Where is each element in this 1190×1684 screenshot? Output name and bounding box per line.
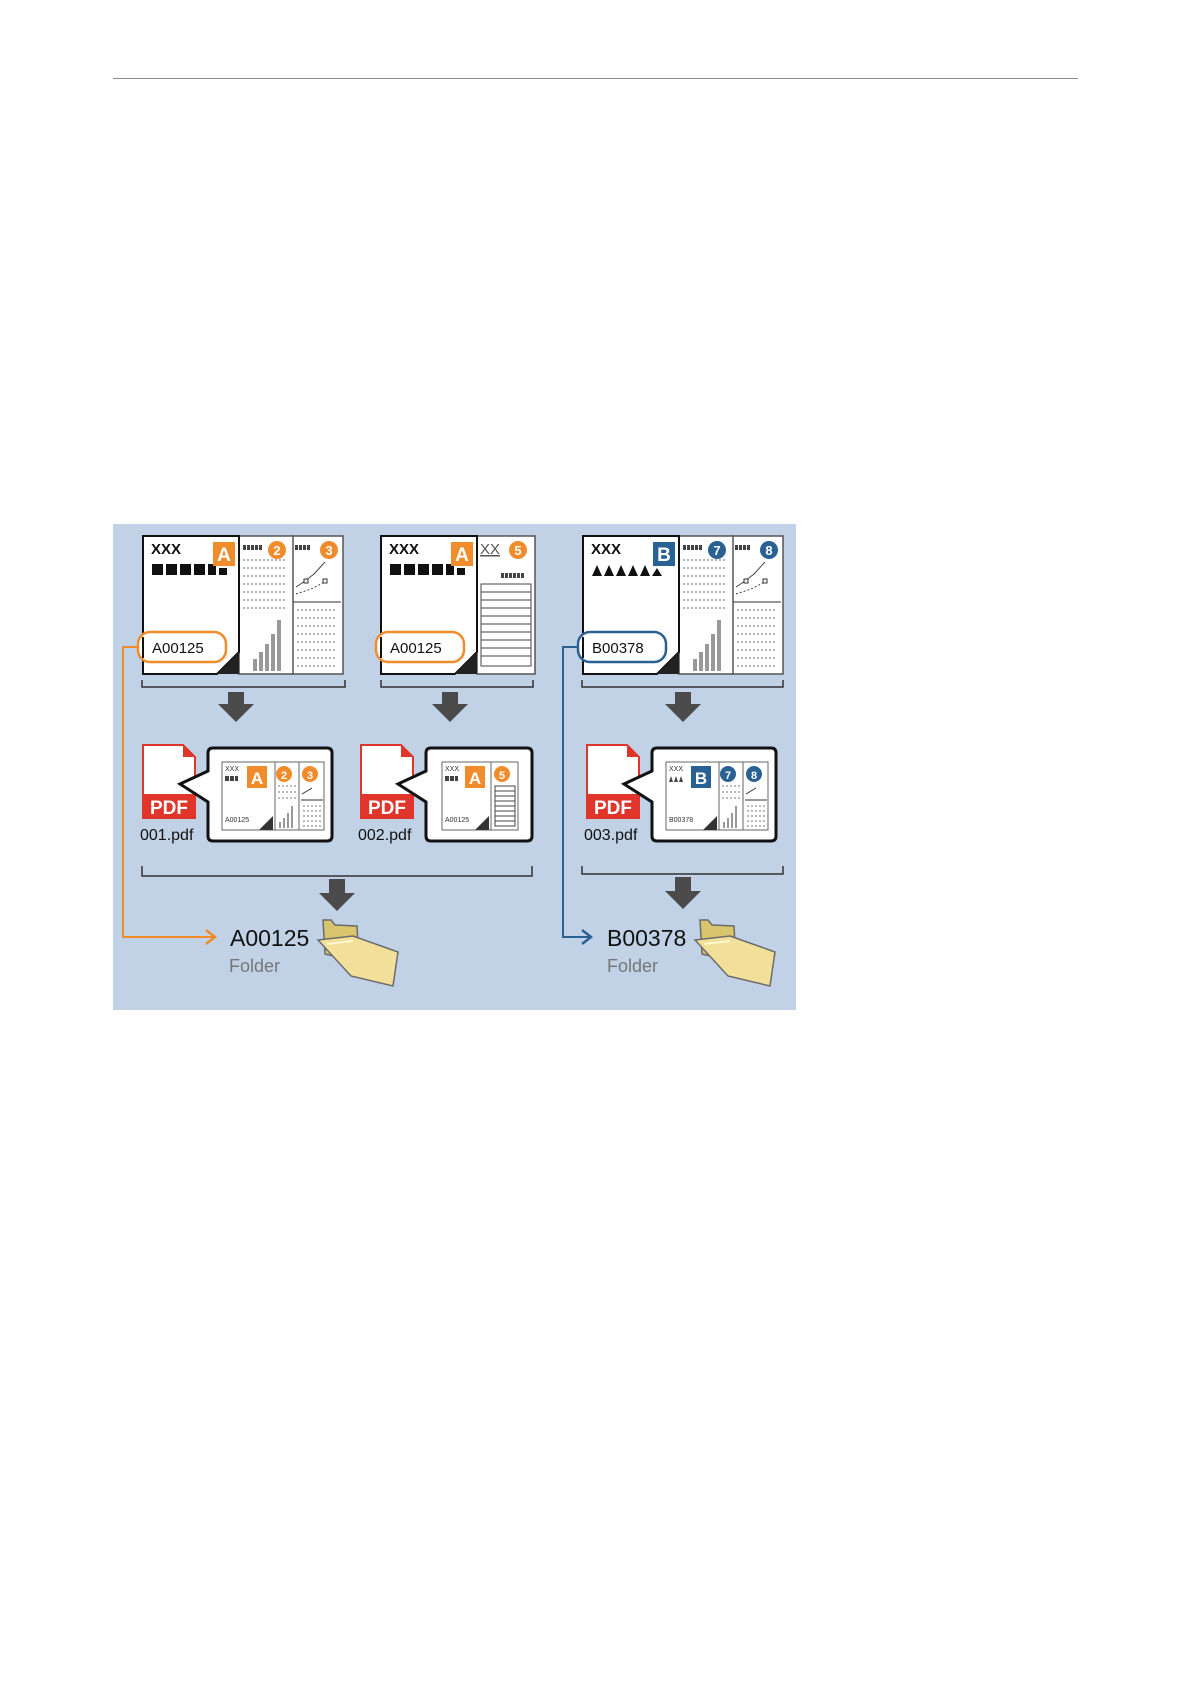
pdf3-thumb-code: B00378 xyxy=(669,817,693,824)
pdf3-thumb-number-1: 7 xyxy=(725,770,731,782)
doc3-page2-number: 7 xyxy=(713,543,720,558)
pdf1-filename: 001.pdf xyxy=(140,827,194,844)
doc2-page-title-fragment: XX xyxy=(480,541,500,558)
pdf1-thumb-number-1: 2 xyxy=(281,770,287,782)
pdf1-thumb-code: A00125 xyxy=(225,817,249,824)
document-3: XXX B 7 8 B00378 xyxy=(578,536,783,674)
doc2-code: A00125 xyxy=(390,640,442,657)
pdf1-thumb-title: XXX xyxy=(225,766,239,773)
folder-a-name: A00125 xyxy=(230,925,309,951)
pdf3-icon-label: PDF xyxy=(594,798,632,819)
pdf2-thumb-number-1: 5 xyxy=(499,770,505,782)
pdf-file-3: PDF 003.pdf XXX B 7 8 B00378 xyxy=(584,745,776,844)
pdf3-filename: 003.pdf xyxy=(584,827,638,844)
pdf3-thumb-number-2: 8 xyxy=(751,770,757,782)
doc3-page3-number: 8 xyxy=(765,543,772,558)
document-1: XXX A 2 3 A00125 xyxy=(138,536,343,674)
doc2-title: XXX xyxy=(389,541,419,558)
doc1-title: XXX xyxy=(151,541,181,558)
file-sorting-diagram: XXX A 2 3 A00125 xyxy=(113,524,796,1010)
pdf2-filename: 002.pdf xyxy=(358,827,412,844)
header-rule xyxy=(113,78,1078,79)
document-2: XXX A XX 5 A00125 xyxy=(376,536,535,674)
pdf-file-2: PDF 002.pdf XXX A 5 A00125 xyxy=(358,745,532,844)
doc1-letter: A xyxy=(217,545,231,566)
pdf1-thumb-letter: A xyxy=(251,769,263,788)
pdf2-thumb-code: A00125 xyxy=(445,817,469,824)
folder-b-label: Folder xyxy=(607,956,658,976)
doc1-code: A00125 xyxy=(152,640,204,657)
doc3-letter: B xyxy=(657,545,671,566)
pdf1-icon-label: PDF xyxy=(150,798,188,819)
pdf2-thumb-title: XXX xyxy=(445,766,459,773)
doc3-title: XXX xyxy=(591,541,621,558)
doc3-code: B00378 xyxy=(592,640,644,657)
doc2-letter: A xyxy=(455,545,469,566)
pdf3-thumb-title: XXX xyxy=(669,766,683,773)
pdf-file-1: PDF 001.pdf XXX A 2 3 A00125 xyxy=(140,745,332,844)
pdf2-icon-label: PDF xyxy=(368,798,406,819)
folder-a-label: Folder xyxy=(229,956,280,976)
doc1-page2-number: 2 xyxy=(273,543,280,558)
pdf2-thumb-letter: A xyxy=(469,769,481,788)
doc1-page3-number: 3 xyxy=(325,543,332,558)
folder-b-name: B00378 xyxy=(607,925,686,951)
doc2-page-number: 5 xyxy=(514,543,521,558)
pdf3-thumb-letter: B xyxy=(695,769,707,788)
pdf1-thumb-number-2: 3 xyxy=(307,770,313,782)
